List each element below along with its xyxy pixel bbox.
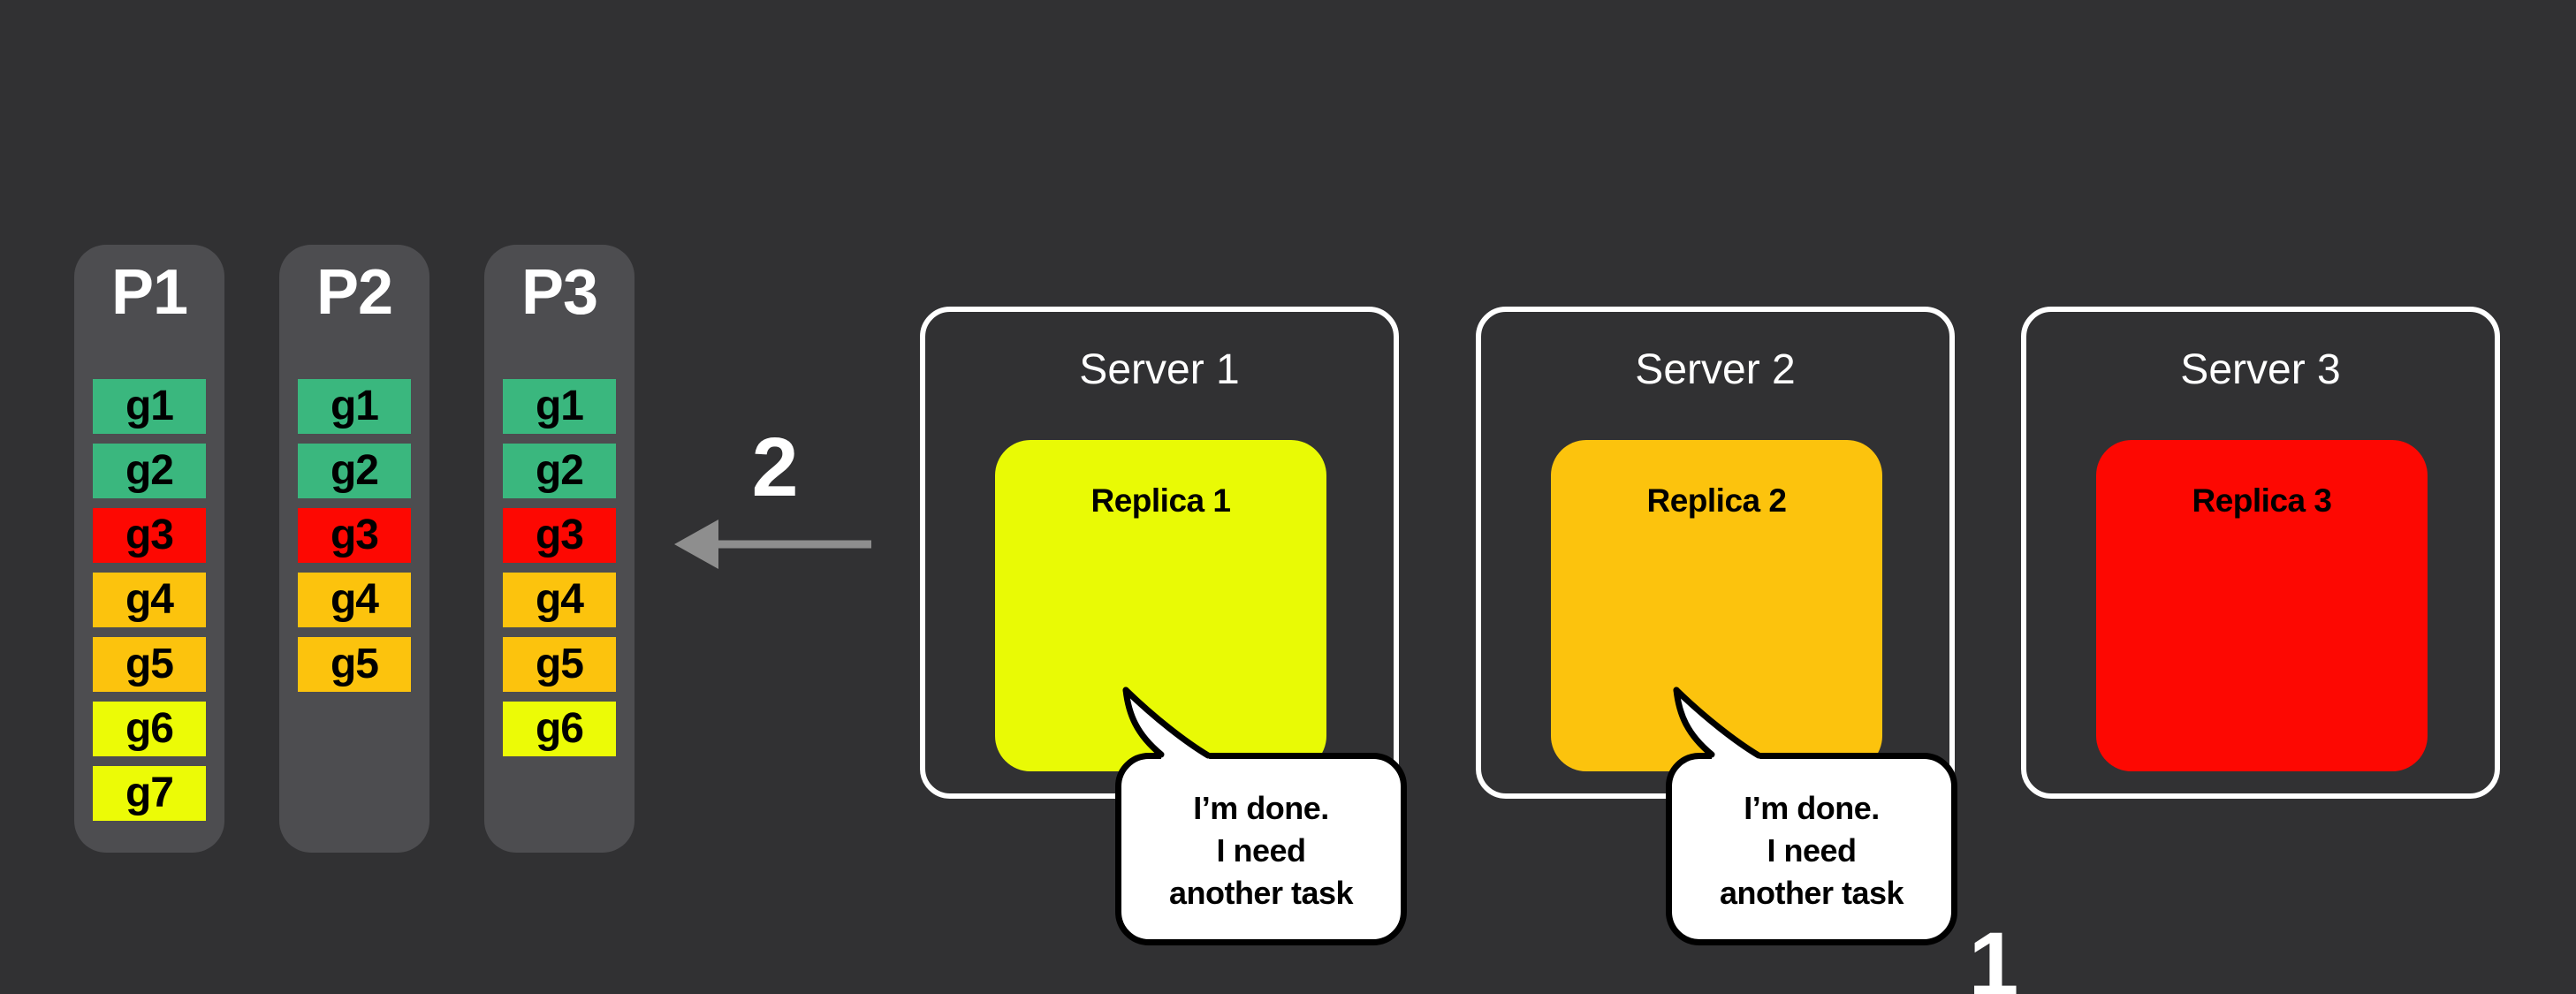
partition-p1-title: P1: [110, 257, 188, 328]
partition-p2-title: P2: [315, 257, 393, 328]
partition-p3-title: P3: [521, 257, 598, 328]
task-cell-p1-g6: g6: [93, 702, 206, 756]
replica-2: Replica 2: [1551, 440, 1882, 771]
task-cell-p3-g3: g3: [503, 508, 616, 563]
speech-bubble-server2-tail-icon: [1673, 687, 1762, 763]
partition-p1-task-list: g1 g2 g3 g4 g5 g6 g7: [93, 379, 206, 831]
partition-p1: P1 g1 g2 g3 g4 g5 g6 g7: [74, 245, 224, 853]
speech-bubble-server2-line2: I need: [1767, 832, 1857, 869]
task-cell-p3-g2: g2: [503, 444, 616, 498]
replica-1: Replica 1: [995, 440, 1326, 771]
replica-3-label: Replica 3: [2192, 482, 2332, 519]
task-cell-p3-g4: g4: [503, 573, 616, 627]
task-cell-p2-g4: g4: [298, 573, 411, 627]
server-3-box: Server 3 Replica 3: [2021, 307, 2500, 799]
arrow-left-icon: [674, 520, 871, 569]
task-cell-p2-g1: g1: [298, 379, 411, 434]
server-3-title: Server 3: [2180, 346, 2341, 393]
speech-bubble-server2-line3: another task: [1719, 875, 1904, 911]
task-cell-p3-g1: g1: [503, 379, 616, 434]
replica-3: Replica 3: [2096, 440, 2428, 771]
task-cell-p1-g4: g4: [93, 573, 206, 627]
task-cell-p2-g5: g5: [298, 637, 411, 692]
speech-bubble-server2-line1: I’m done.: [1744, 790, 1880, 826]
speech-bubble-server1-line1: I’m done.: [1193, 790, 1329, 826]
task-cell-p1-g5: g5: [93, 637, 206, 692]
task-cell-p2-g2: g2: [298, 444, 411, 498]
speech-bubble-server1: I’m done. I need another task: [1115, 753, 1407, 945]
speech-bubble-server1-line2: I need: [1216, 832, 1306, 869]
partition-p3: P3 g1 g2 g3 g4 g5 g6: [484, 245, 635, 853]
server-1-box: Server 1 Replica 1: [920, 307, 1399, 799]
speech-bubble-server1-tail-icon: [1122, 687, 1212, 763]
task-cell-p3-g6: g6: [503, 702, 616, 756]
task-cell-p1-g1: g1: [93, 379, 206, 434]
server-2-title: Server 2: [1635, 346, 1796, 393]
partition-p2-task-list: g1 g2 g3 g4 g5: [298, 379, 411, 702]
partition-p2: P2 g1 g2 g3 g4 g5: [279, 245, 429, 853]
replica-2-label: Replica 2: [1646, 482, 1787, 519]
speech-bubble-server1-line3: another task: [1168, 875, 1354, 911]
speech-bubble-server2: I’m done. I need another task: [1666, 753, 1957, 945]
task-cell-p2-g3: g3: [298, 508, 411, 563]
task-cell-p1-g7: g7: [93, 766, 206, 821]
task-cell-p1-g3: g3: [93, 508, 206, 563]
step-1-label: 1: [1968, 914, 2019, 994]
task-cell-p3-g5: g5: [503, 637, 616, 692]
partition-p3-task-list: g1 g2 g3 g4 g5 g6: [503, 379, 616, 766]
server-1-title: Server 1: [1079, 346, 1240, 393]
task-cell-p1-g2: g2: [93, 444, 206, 498]
replica-1-label: Replica 1: [1090, 482, 1231, 519]
step-2-label: 2: [751, 421, 799, 514]
